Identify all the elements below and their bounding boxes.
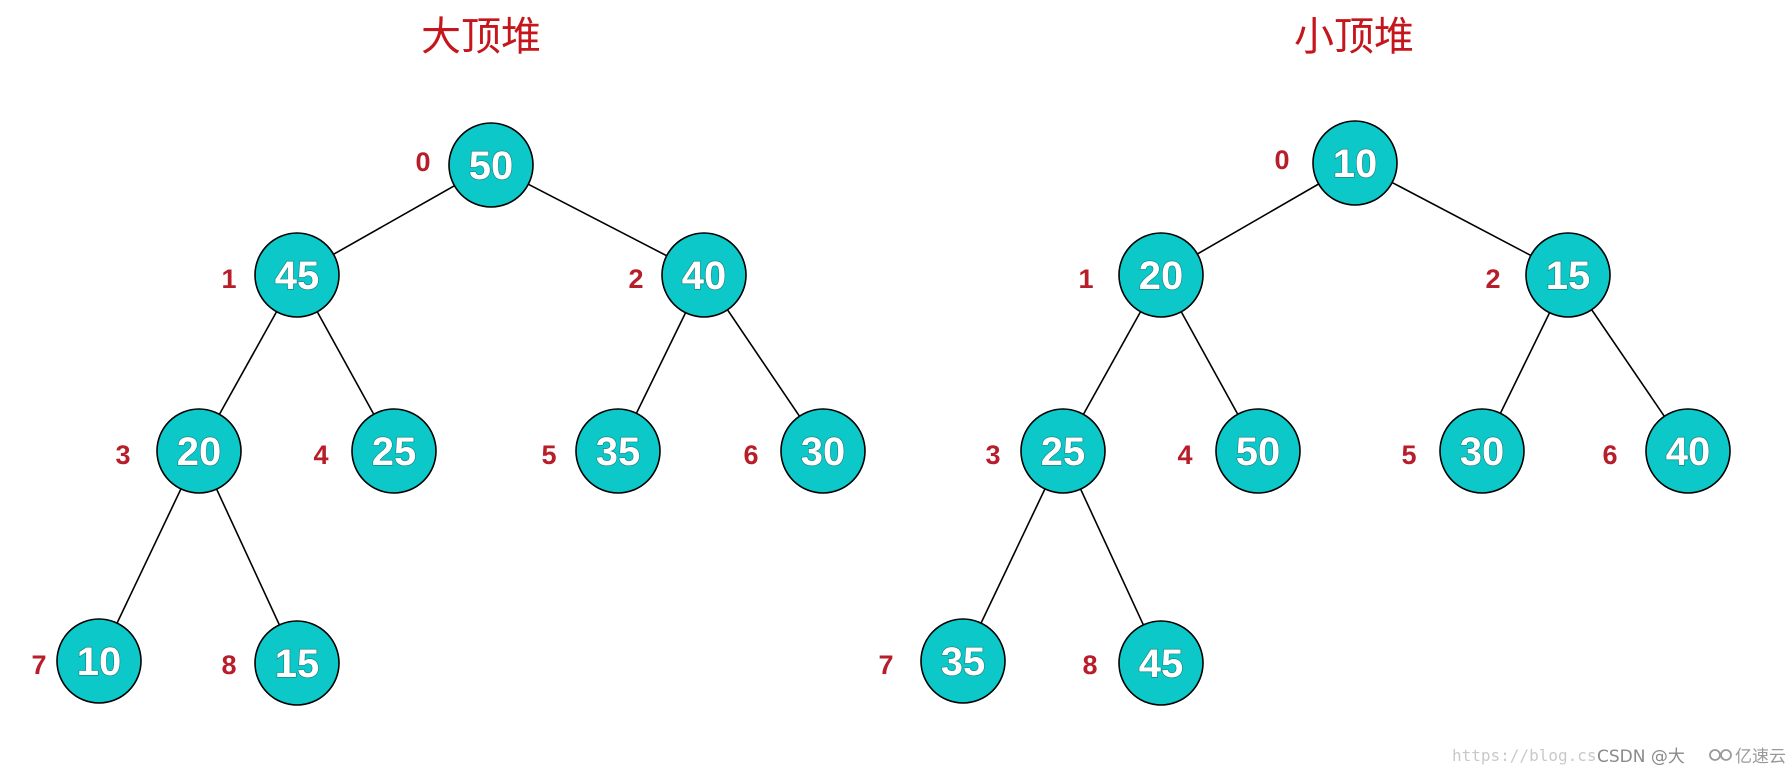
heap-node: 40 — [1645, 408, 1731, 494]
heap-node-index: 7 — [31, 650, 46, 680]
watermark-brand: 亿速云 — [1735, 747, 1786, 767]
heap-node: 25 — [351, 408, 437, 494]
heap-node: 45 — [1118, 620, 1204, 706]
heap-node-circle — [1312, 120, 1398, 206]
heap-node-index: 0 — [1274, 145, 1289, 175]
min-heap-tree: 小顶堆 10 0 20 1 15 2 25 3 50 4 30 5 40 6 35 7 45 8 — [878, 14, 1731, 706]
heap-node-index: 5 — [541, 440, 556, 470]
heap-node-index: 6 — [1602, 440, 1617, 470]
heap-node-value: 10 — [77, 640, 122, 684]
heap-node-index: 8 — [1082, 650, 1097, 680]
heap-node-value: 10 — [1333, 142, 1378, 186]
heap-node-value: 25 — [372, 430, 417, 474]
heap-node-value: 50 — [1236, 430, 1281, 474]
max-heap-nodes: 50 0 45 1 40 2 20 3 25 4 35 5 30 6 10 7 15 8 — [31, 122, 866, 706]
heap-node-index: 7 — [878, 650, 893, 680]
heap-node: 50 — [1215, 408, 1301, 494]
heap-node: 40 — [661, 232, 747, 318]
heap-node-index: 4 — [1177, 440, 1192, 470]
heap-node-index: 6 — [743, 440, 758, 470]
heap-node: 35 — [920, 618, 1006, 704]
heap-node-circle — [780, 408, 866, 494]
heap-node-index: 3 — [115, 440, 130, 470]
heap-node-value: 35 — [596, 430, 641, 474]
heap-node-circle — [575, 408, 661, 494]
heap-node: 15 — [254, 620, 340, 706]
heap-node: 20 — [156, 408, 242, 494]
heap-node: 25 — [1020, 408, 1106, 494]
heap-node-circle — [1118, 620, 1204, 706]
watermark-author: CSDN @大 — [1597, 747, 1685, 767]
min-heap-nodes: 10 0 20 1 15 2 25 3 50 4 30 5 40 6 35 7 45 8 — [878, 120, 1731, 706]
heap-node: 10 — [56, 618, 142, 704]
heap-node-circle — [448, 122, 534, 208]
heap-node: 15 — [1525, 232, 1611, 318]
heap-node-value: 45 — [275, 254, 320, 298]
heap-node: 45 — [254, 232, 340, 318]
heap-node-value: 45 — [1139, 642, 1184, 686]
heap-node: 35 — [575, 408, 661, 494]
heap-node-value: 40 — [682, 254, 727, 298]
heap-node: 20 — [1118, 232, 1204, 318]
heap-node-index: 1 — [221, 264, 236, 294]
heap-node-index: 4 — [313, 440, 328, 470]
heap-node-value: 20 — [1139, 254, 1184, 298]
max-heap-tree: 大顶堆 50 0 45 1 40 2 20 3 25 4 35 5 30 6 10 7 15 8 — [31, 14, 866, 706]
heap-node-value: 30 — [801, 430, 846, 474]
heap-node-circle — [351, 408, 437, 494]
heap-node-value: 25 — [1041, 430, 1086, 474]
heap-node: 50 — [448, 122, 534, 208]
heap-node-circle — [920, 618, 1006, 704]
heap-node-index: 2 — [628, 264, 643, 294]
heap-node-circle — [56, 618, 142, 704]
heap-node-circle — [1439, 408, 1525, 494]
heap-node-circle — [254, 232, 340, 318]
heap-node-index: 1 — [1078, 264, 1093, 294]
yisu-cloud-logo-icon — [1709, 749, 1732, 761]
heap-node-value: 15 — [275, 642, 320, 686]
heap-node-circle — [1020, 408, 1106, 494]
heap-node-circle — [1645, 408, 1731, 494]
heap-node-circle — [661, 232, 747, 318]
watermark: https://blog.cs CSDN @大 亿速云 — [1452, 746, 1786, 767]
heap-node-value: 30 — [1460, 430, 1505, 474]
heap-node-value: 50 — [469, 144, 514, 188]
heap-node-value: 35 — [941, 640, 986, 684]
min-heap-title: 小顶堆 — [1294, 14, 1414, 60]
heap-node-value: 40 — [1666, 430, 1711, 474]
heap-node: 30 — [1439, 408, 1525, 494]
heap-node-index: 0 — [415, 147, 430, 177]
heap-node-circle — [1525, 232, 1611, 318]
heap-node-index: 2 — [1485, 264, 1500, 294]
heap-node-value: 15 — [1546, 254, 1591, 298]
heap-node-circle — [1118, 232, 1204, 318]
heap-node-index: 5 — [1401, 440, 1416, 470]
heap-node-index: 3 — [985, 440, 1000, 470]
heap-node: 30 — [780, 408, 866, 494]
heap-node-circle — [1215, 408, 1301, 494]
heap-node-circle — [156, 408, 242, 494]
heap-node-value: 20 — [177, 430, 222, 474]
max-heap-title: 大顶堆 — [421, 14, 541, 60]
watermark-url: https://blog.cs — [1452, 746, 1597, 765]
heap-node-circle — [254, 620, 340, 706]
heap-node-index: 8 — [221, 650, 236, 680]
heap-node: 10 — [1312, 120, 1398, 206]
